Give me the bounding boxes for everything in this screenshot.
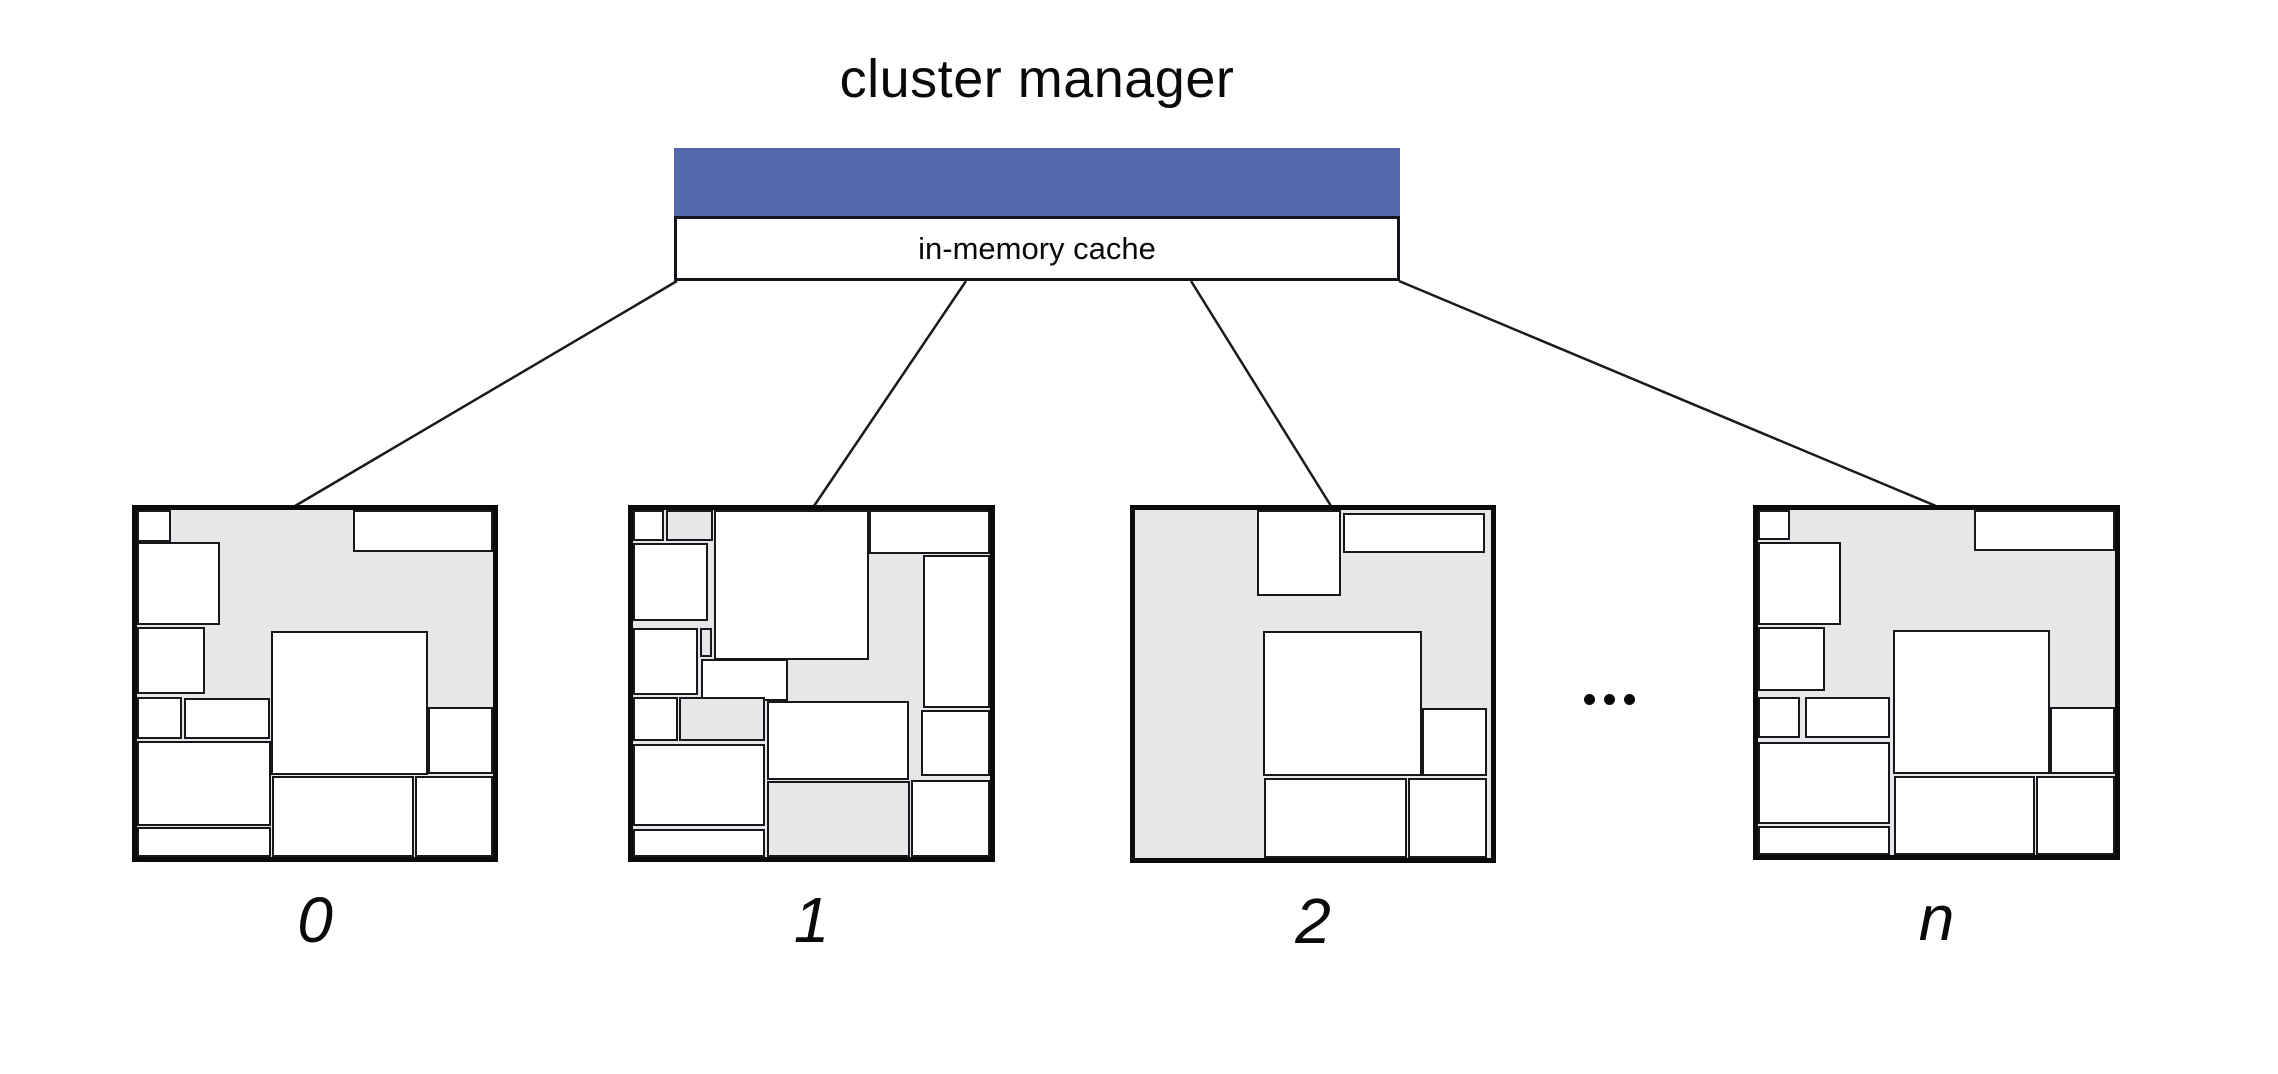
memory-tile [2036, 775, 2115, 855]
memory-tile [1257, 510, 1342, 596]
memory-tile [1894, 775, 2036, 855]
page-title: cluster manager [839, 49, 1235, 109]
node-square-1 [628, 505, 995, 862]
memory-tile [767, 700, 909, 780]
ellipsis-dot [1604, 694, 1615, 705]
memory-tile [271, 631, 428, 776]
memory-tile [137, 741, 271, 826]
memory-tile [428, 707, 493, 775]
memory-tile [633, 743, 765, 827]
memory-tile [1892, 630, 2051, 774]
memory-tile [633, 828, 765, 857]
memory-tile [700, 658, 788, 701]
memory-tile [921, 710, 990, 777]
node-square-0 [132, 505, 498, 862]
memory-tile [1408, 777, 1488, 858]
in-memory-cache-label: in-memory cache [918, 230, 1156, 266]
memory-tile [633, 510, 665, 542]
memory-tile [1758, 741, 1891, 825]
connector-line-0 [294, 279, 678, 508]
memory-tile [137, 510, 171, 542]
memory-tile [1758, 826, 1891, 855]
memory-tile [1758, 510, 1791, 540]
connector-line-1 [812, 280, 968, 507]
memory-tile [911, 779, 990, 857]
node-label-0: 0 [297, 884, 333, 956]
node-label-2: 2 [1295, 885, 1331, 957]
cluster-manager-bar [674, 148, 1400, 216]
memory-tile [137, 626, 206, 695]
memory-tile [633, 627, 699, 695]
memory-tile [183, 697, 271, 740]
node-square-2 [1130, 505, 1496, 863]
memory-tile [352, 510, 493, 552]
memory-tile [1421, 708, 1488, 776]
memory-tile [633, 697, 678, 742]
node-label-n: n [1918, 882, 1955, 954]
memory-tile [2050, 707, 2115, 774]
memory-tile [137, 697, 182, 740]
memory-tile [666, 510, 713, 542]
connector-line-2 [1189, 280, 1333, 507]
memory-tile [633, 543, 709, 622]
memory-tile [869, 510, 990, 554]
memory-tile [1263, 777, 1407, 858]
memory-tile [1758, 696, 1801, 739]
memory-tile [700, 627, 713, 657]
memory-tile [1262, 631, 1423, 776]
ellipsis-dot [1624, 694, 1635, 705]
memory-tile [272, 776, 414, 857]
node-square-n [1753, 505, 2120, 860]
memory-tile [1758, 627, 1826, 692]
memory-tile [1758, 542, 1841, 625]
memory-tile [415, 776, 493, 857]
memory-tile [767, 781, 911, 857]
memory-tile [137, 827, 271, 857]
memory-tile [679, 696, 766, 742]
ellipsis-dots [1584, 694, 1635, 705]
in-memory-cache-box: in-memory cache [674, 216, 1400, 281]
memory-tile [1805, 696, 1890, 739]
memory-tile [922, 555, 990, 709]
memory-tile [1973, 510, 2115, 552]
connector-line-3 [1398, 279, 1937, 508]
memory-tile [1342, 512, 1485, 554]
memory-tile [137, 541, 220, 626]
ellipsis-dot [1584, 694, 1595, 705]
memory-tile [714, 510, 870, 660]
node-label-1: 1 [793, 884, 830, 956]
